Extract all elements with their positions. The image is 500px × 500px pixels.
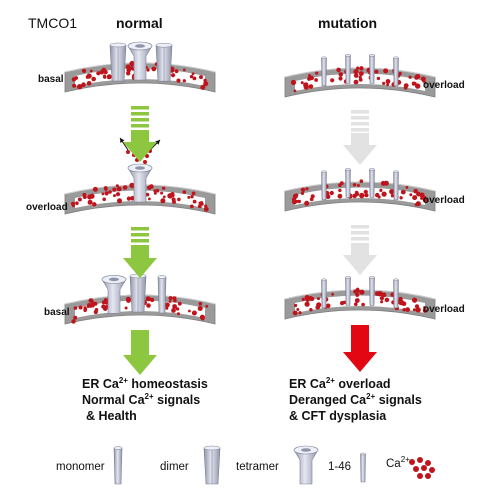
arrow-mutation-3 [343, 325, 377, 372]
membrane-mutation-1-calcium-ions [290, 66, 427, 93]
mutation-outcome-line-1: ER Ca2+ overload [289, 376, 391, 391]
arrow-normal-2 [123, 227, 157, 278]
mutation-outcome-line-2: Deranged Ca2+ signals [289, 392, 422, 407]
legend-fragment-icon [360, 452, 366, 483]
protein-label: TMCO1 [28, 15, 77, 31]
protein-dimer [155, 42, 173, 82]
arrow-mutation-2 [343, 225, 377, 275]
right-state-3-label: overload [423, 304, 465, 315]
protein-dimer [129, 273, 147, 313]
protein-frag [345, 168, 351, 198]
normal-outcome-line-3: & Health [86, 409, 137, 423]
legend-fragment-label: 1-46 [328, 461, 352, 473]
mutation-column-title: mutation [318, 15, 378, 31]
protein-frag [369, 54, 375, 84]
normal-outcome-line-2: Normal Ca2+ signals [82, 392, 201, 407]
membrane-mutation-1 [284, 54, 436, 98]
legend-monomer-icon [113, 446, 123, 485]
protein-dimer [109, 42, 127, 82]
protein-frag [321, 170, 327, 201]
membrane-normal-overload [64, 163, 216, 215]
left-state-2-label: overload [26, 202, 68, 213]
arrow-normal-1 [123, 106, 157, 162]
protein-frag [369, 168, 375, 198]
protein-frag [321, 278, 327, 309]
transition-arrows [123, 106, 377, 375]
normal-column-title: normal [116, 15, 163, 31]
protein-mono [157, 275, 167, 314]
protein-frag [345, 54, 351, 84]
normal-outcome-line-1: ER Ca2+ homeostasis [82, 376, 208, 391]
protein-frag [345, 275, 351, 306]
normal-outcome: ER Ca2+ homeostasis Normal Ca2+ signals … [82, 376, 208, 424]
mutation-outcome-line-3: & CFT dysplasia [289, 409, 387, 423]
protein-frag [369, 275, 375, 306]
legend-calcium-label: Ca2+ [386, 455, 410, 470]
right-state-1-label: overload [423, 80, 465, 91]
right-state-2-label: overload [423, 195, 465, 206]
mutation-outcome: ER Ca2+ overload Deranged Ca2+ signals &… [289, 376, 422, 424]
left-state-3-label: basal [44, 307, 70, 318]
protein-frag [393, 56, 399, 87]
legend-monomer-label: monomer [56, 461, 105, 473]
legend-dimer-icon [203, 445, 221, 485]
membrane-normal-restored [64, 273, 216, 325]
left-state-1-label: basal [38, 74, 64, 85]
membrane-mutation-2 [284, 168, 436, 212]
legend-tetramer-label: tetramer [236, 461, 279, 473]
protein-frag [321, 56, 327, 87]
protein-frag [393, 170, 399, 201]
legend-calcium-icon [409, 457, 435, 479]
legend-dimer-label: dimer [160, 461, 189, 473]
legend-icons [113, 445, 435, 485]
protein-frag [393, 278, 399, 309]
legend-tetramer-icon [293, 445, 319, 485]
er-membranes [64, 41, 436, 325]
membrane-normal-basal [64, 41, 216, 93]
arrow-normal-3 [123, 330, 157, 375]
membrane-normal-overload-calcium-ions [71, 182, 209, 212]
arrow-mutation-1 [343, 110, 377, 165]
membrane-mutation-3 [284, 275, 436, 320]
